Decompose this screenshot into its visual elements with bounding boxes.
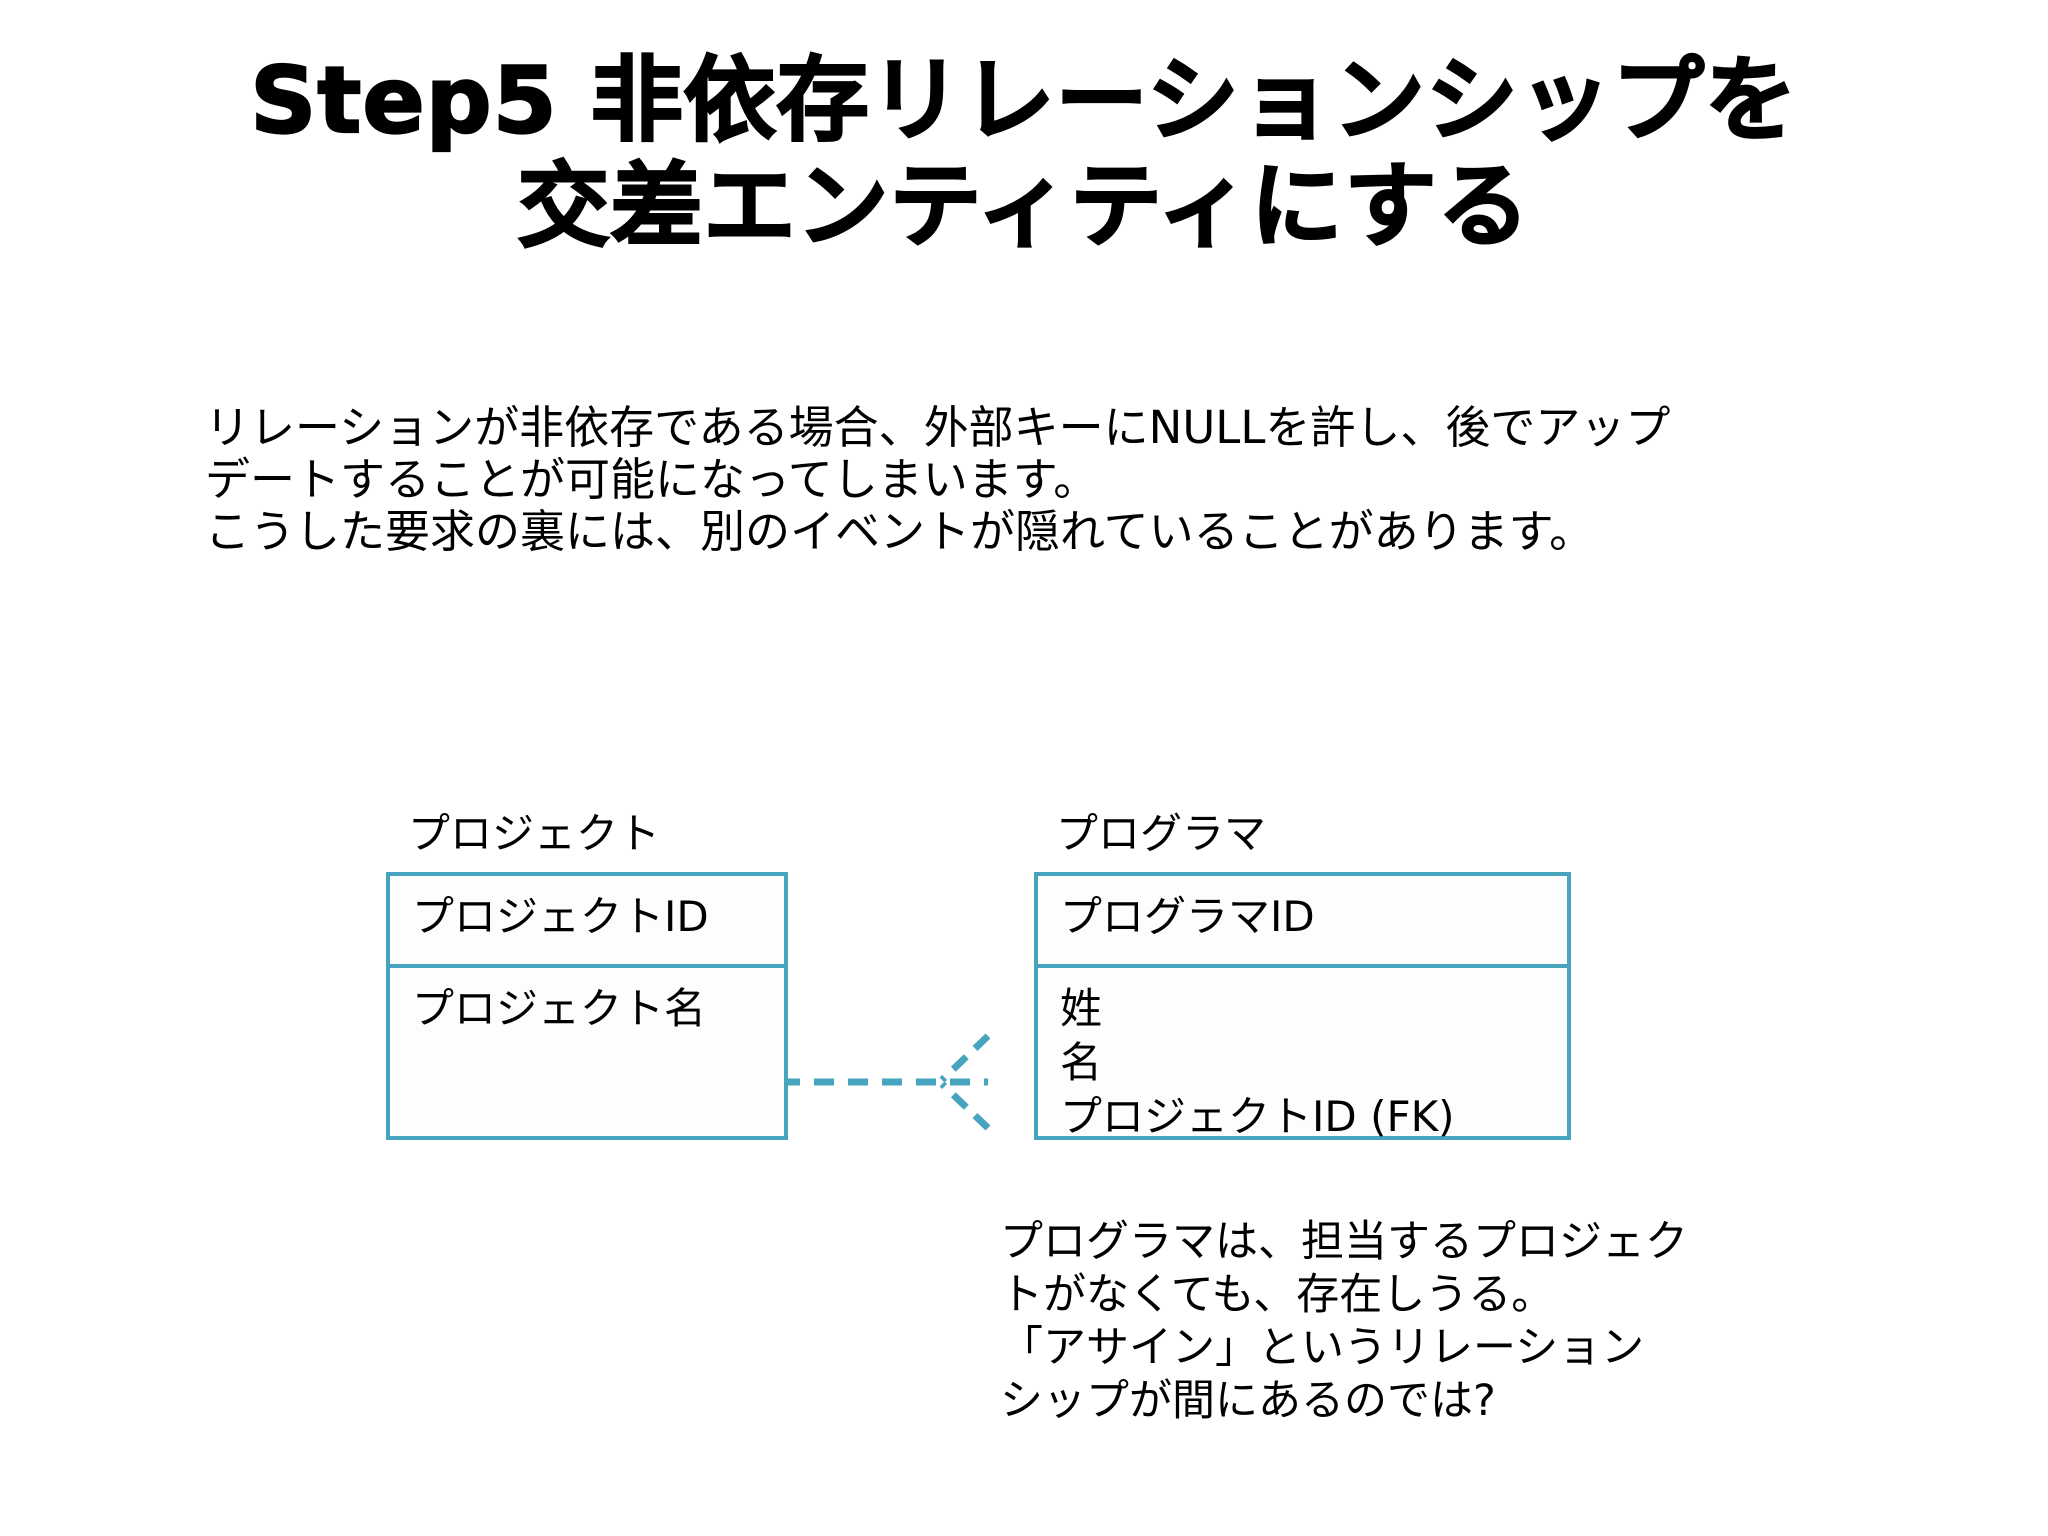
page-title-line-1: Step5 非依存リレーションシップを (249, 46, 1798, 154)
intro-line-3: こうした要求の裏には、別のイベントが隠れていることがあります。 (205, 505, 1595, 558)
entity-programmer-attr-1: 姓 (1060, 984, 1103, 1033)
entity-programmer-attr-section: 姓 名 プロジェクトID (FK) (1038, 968, 1567, 1158)
entity-project-box[interactable]: プロジェクトID プロジェクト名 (386, 872, 788, 1140)
diagram-caption-line-2: トがなくても、存在しうる。 (1000, 1270, 1555, 1320)
intro-line-2: デートすることが可能になってしまいます。 (205, 453, 1099, 506)
entity-project-pk: プロジェクトID (412, 892, 709, 941)
entity-programmer-title: プログラマ (1056, 809, 1267, 858)
intro-line-1: リレーションが非依存である場合、外部キーにNULLを許し、後でアップ (205, 401, 1671, 454)
page-title-line-2: 交差エンティティにする (516, 152, 1531, 260)
entity-programmer-key-section: プログラマID (1038, 876, 1567, 968)
diagram-caption-line-1: プログラマは、担当するプロジェク (1000, 1217, 1688, 1267)
page-title: Step5 非依存リレーションシップを 交差エンティティにする (0, 46, 2048, 260)
entity-project-title: プロジェクト (408, 809, 661, 858)
intro-paragraph: リレーションが非依存である場合、外部キーにNULLを許し、後でアップ デートする… (205, 402, 1905, 558)
diagram-caption: プログラマは、担当するプロジェク トがなくても、存在しうる。 「アサイン」という… (1000, 1216, 1688, 1428)
entity-programmer-box[interactable]: プログラマID 姓 名 プロジェクトID (FK) (1034, 872, 1571, 1141)
relationship-connector (780, 1033, 991, 1131)
entity-project-attr-1: プロジェクト名 (412, 984, 707, 1033)
entity-project-attr-section: プロジェクト名 (390, 968, 784, 1050)
entity-programmer-attr-3: プロジェクトID (FK) (1060, 1092, 1455, 1141)
diagram-caption-line-3: 「アサイン」というリレーション (1000, 1323, 1645, 1373)
crow-foot-upper-prong-icon (939, 1033, 991, 1083)
entity-programmer-pk: プログラマID (1060, 892, 1315, 941)
crow-foot-lower-prong-icon (939, 1081, 991, 1131)
entity-programmer-attr-2: 名 (1060, 1038, 1103, 1087)
entity-project-key-section: プロジェクトID (390, 876, 784, 968)
diagram-caption-line-4: シップが間にあるのでは? (1000, 1376, 1496, 1426)
